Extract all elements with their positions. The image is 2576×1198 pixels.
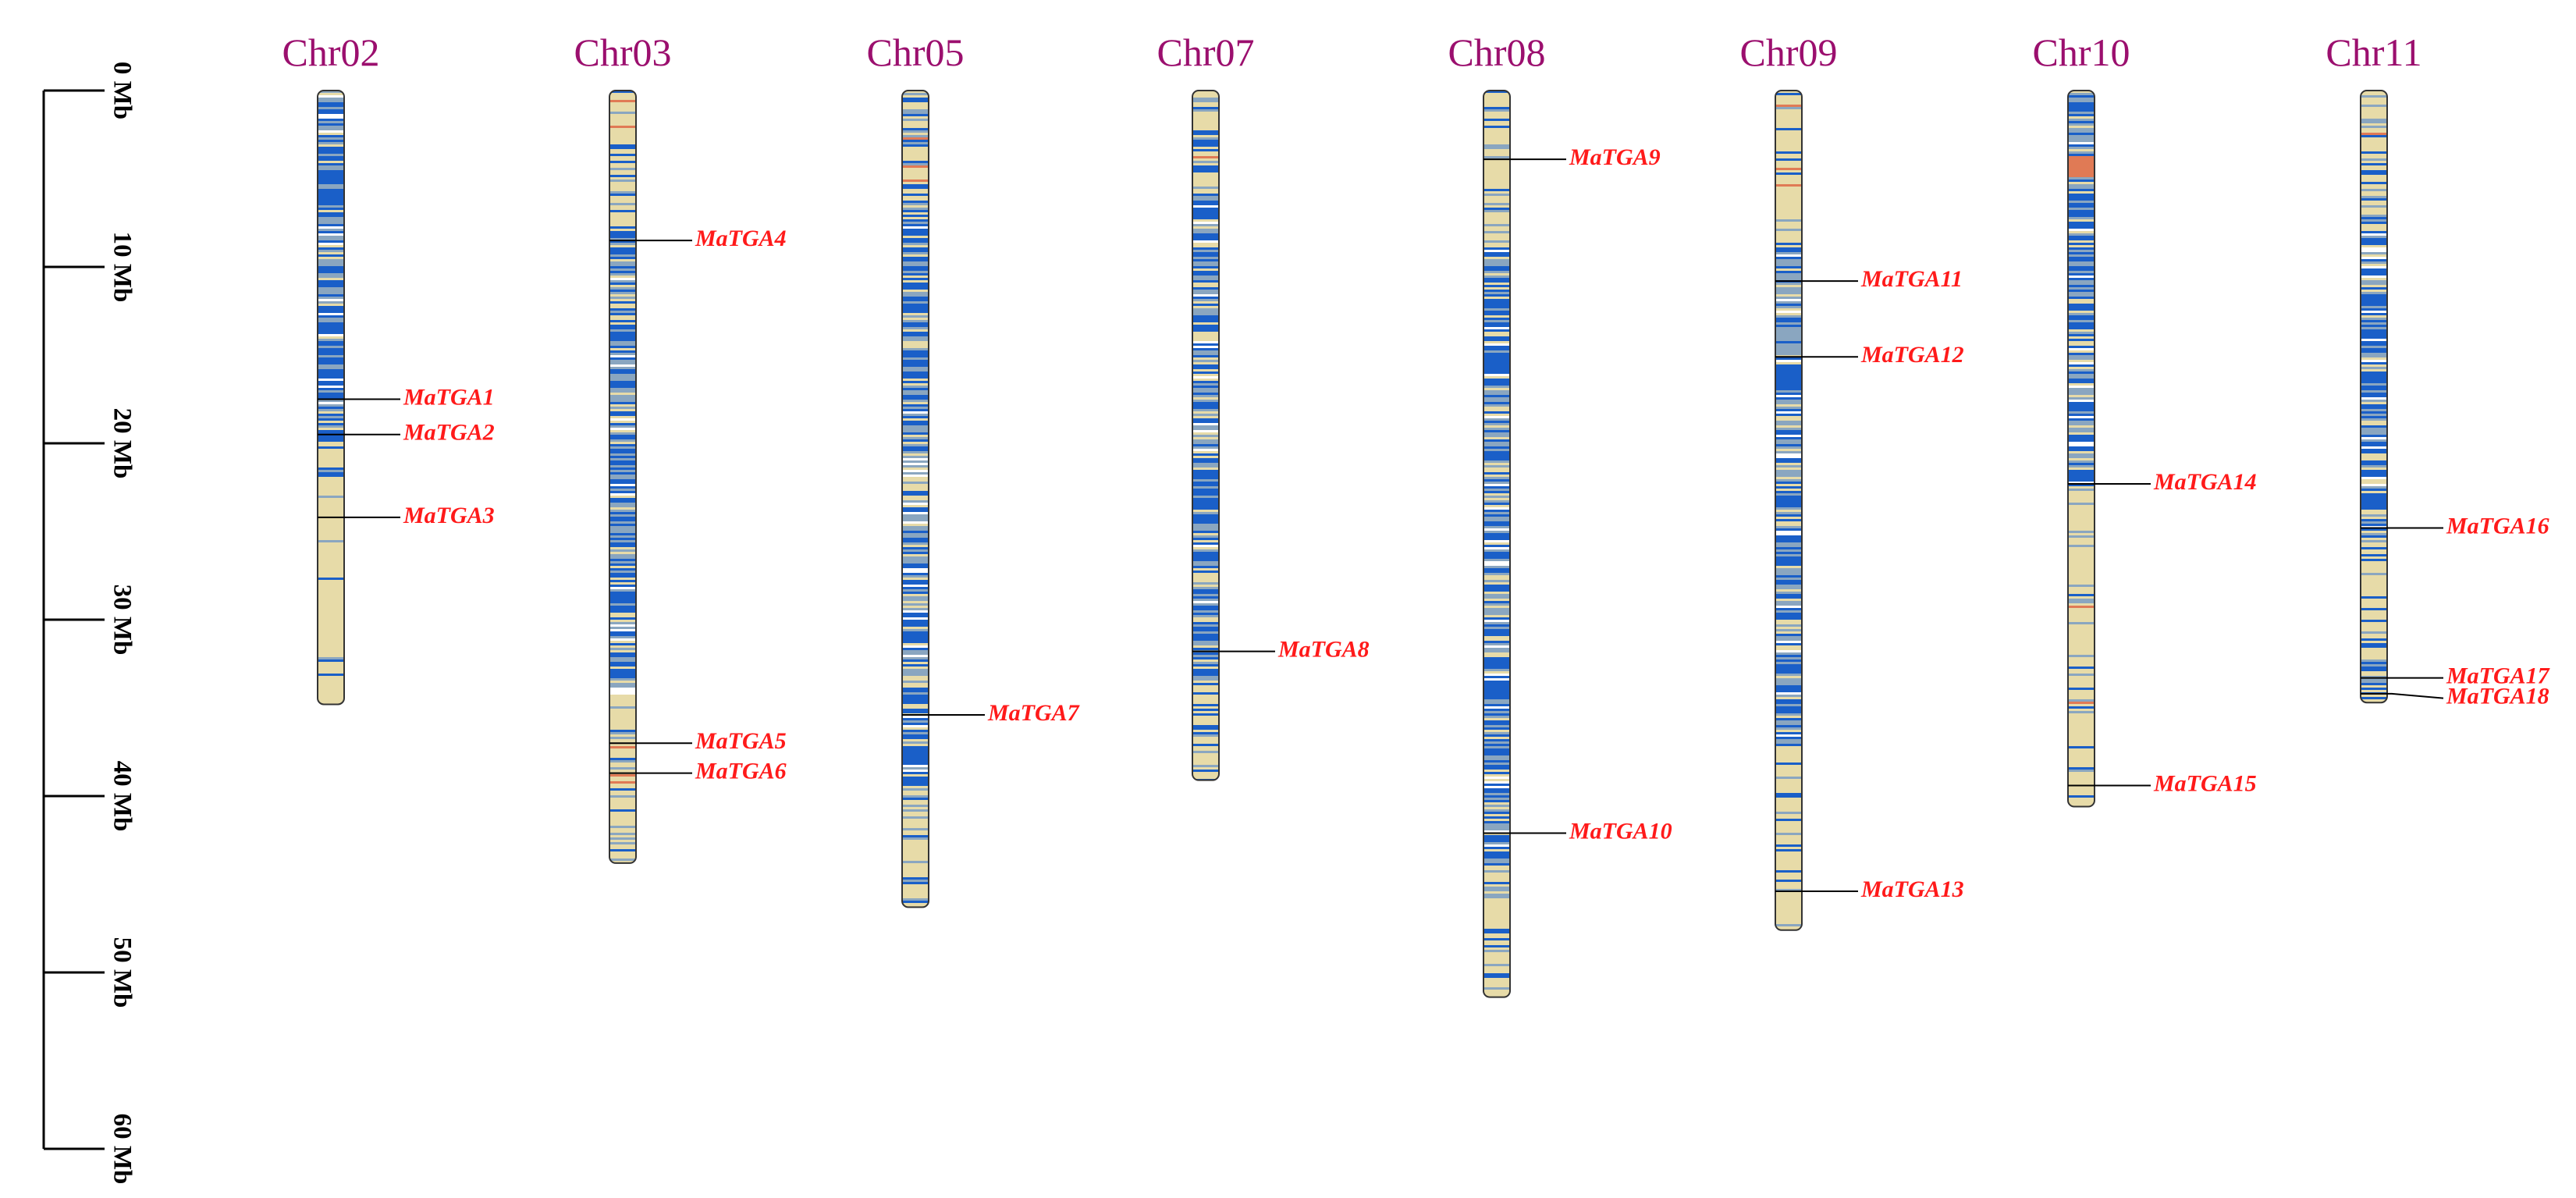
- density-heatmap: [1775, 91, 1802, 930]
- gene-label: MaTGA9: [1569, 144, 1661, 170]
- scale-tick-label: 40 Mb: [108, 761, 136, 832]
- chromosome-title: Chr09: [1740, 30, 1838, 74]
- gene-label: MaTGA3: [403, 503, 495, 528]
- gene-label: MaTGA14: [2153, 469, 2257, 495]
- chromosome-title: Chr02: [282, 30, 380, 74]
- gene-label: MaTGA10: [1569, 818, 1672, 844]
- chromosome-outline: [2067, 90, 2095, 808]
- gene-label: MaTGA6: [695, 759, 787, 784]
- scale-tick-label: 60 Mb: [108, 1114, 136, 1185]
- gene-label: MaTGA13: [1860, 876, 1964, 902]
- density-heatmap: [609, 91, 636, 863]
- density-heatmap: [902, 91, 929, 908]
- density-heatmap: [318, 91, 344, 705]
- gene-label: MaTGA1: [403, 384, 495, 410]
- chromosome-outline: [609, 90, 637, 864]
- gene-label: MaTGA12: [1860, 342, 1964, 368]
- chromosome-outline: [1775, 90, 1803, 931]
- density-heatmap: [2361, 91, 2387, 703]
- gene-label: MaTGA18: [2446, 683, 2549, 709]
- chromosome-title: Chr10: [2033, 30, 2130, 74]
- scale-tick-label: 20 Mb: [108, 408, 136, 479]
- scale-bar: 0 Mb 10 Mb 20 Mb 30 Mb 40 Mb 50 Mb 60 Mb: [42, 62, 136, 1185]
- scale-tick-label: 0 Mb: [108, 62, 136, 119]
- density-heatmap: [1483, 91, 1510, 997]
- chromosome-title: Chr05: [867, 30, 965, 74]
- chromosome-title: Chr03: [574, 30, 672, 74]
- chromosome-outline: [1192, 90, 1220, 781]
- gene-label: MaTGA4: [695, 226, 787, 251]
- gene-label: MaTGA5: [695, 728, 787, 754]
- chromosome-title: Chr08: [1448, 30, 1546, 74]
- gene-label: MaTGA15: [2153, 770, 2257, 796]
- chromosome-outline: [1483, 90, 1511, 998]
- density-heatmap: [1192, 91, 1219, 780]
- gene-marker-line: [2361, 692, 2444, 699]
- chromosome-outline: [317, 90, 345, 706]
- gene-label: MaTGA11: [1860, 266, 1963, 292]
- chromosome-title: Chr07: [1157, 30, 1255, 74]
- scale-tick-label: 30 Mb: [108, 585, 136, 656]
- chromosome-outline: [2360, 90, 2388, 704]
- scale-tick-label: 50 Mb: [108, 937, 136, 1008]
- gene-label: MaTGA2: [403, 420, 495, 446]
- gene-label: MaTGA17: [2446, 663, 2550, 688]
- gene-label: MaTGA16: [2446, 513, 2549, 539]
- gene-label: MaTGA8: [1277, 637, 1370, 663]
- gene-label: MaTGA7: [987, 700, 1080, 726]
- density-heatmap: [2068, 91, 2095, 807]
- scale-tick-label: 10 Mb: [108, 232, 136, 303]
- chromosome-title: Chr11: [2326, 30, 2421, 74]
- chromosome-outline: [901, 90, 929, 908]
